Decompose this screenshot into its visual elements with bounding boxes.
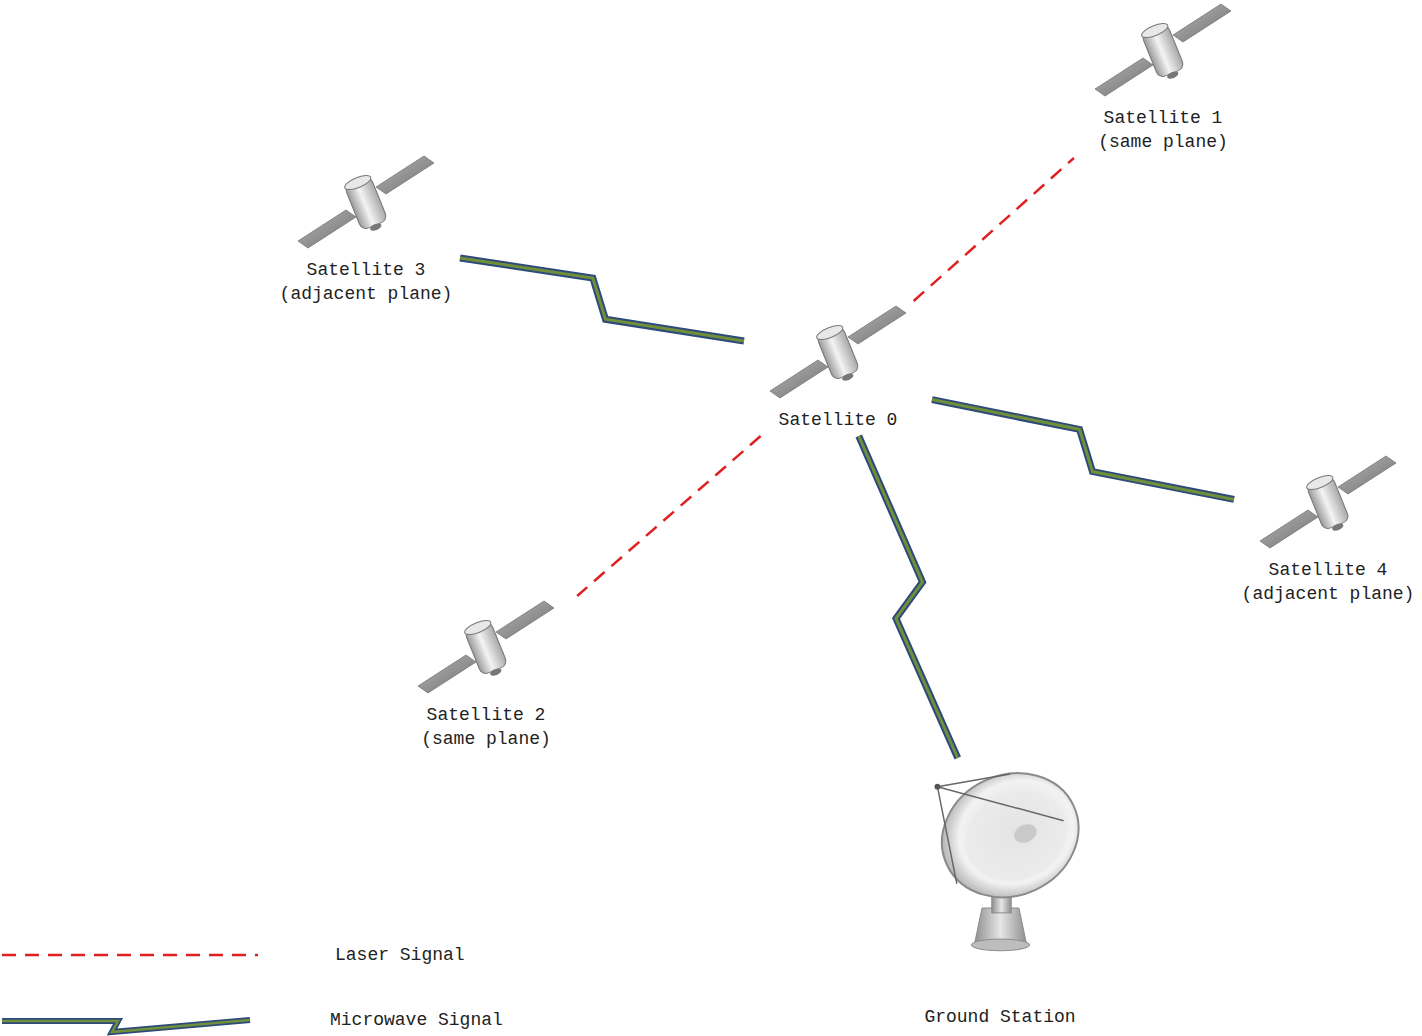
satellite-icon [1093,3,1233,98]
laser-link [914,158,1074,301]
node-title: Ground Station [924,1005,1075,1029]
microwave-outline [859,436,958,758]
microwave-sample [2,1020,250,1032]
microwave-fill [859,436,958,758]
microwave-outline [460,258,744,341]
legend-text: Laser Signal [335,944,465,966]
microwave-fill [460,258,744,341]
microwave-link [932,400,1234,500]
legend-text: Microwave Signal [330,1009,503,1031]
node-subtitle: (adjacent plane) [1242,582,1415,606]
microwave-link [460,258,744,341]
node-title: Satellite 1 [1104,106,1223,130]
node-subtitle: (adjacent plane) [280,282,453,306]
dish-icon [918,762,1083,957]
satellite: Satellite 4(adjacent plane) [1238,455,1418,606]
node-subtitle: (same plane) [1098,130,1228,154]
node-title: Satellite 3 [307,258,426,282]
satellite: Satellite 2(same plane) [396,600,576,751]
microwave-sample-fill [2,1020,250,1032]
laser-line [914,158,1074,301]
node-title: Satellite 0 [779,408,898,432]
laser-link [577,436,760,596]
satellite-icon [416,600,556,695]
node-title: Satellite 2 [427,703,546,727]
satellite-icon [296,155,436,250]
microwave-fill [932,400,1234,500]
laser-sample [2,954,258,957]
ground-station: Ground Station [895,762,1105,1029]
node-subtitle: (same plane) [421,727,551,751]
node-title: Satellite 4 [1269,558,1388,582]
satellite: Satellite 3(adjacent plane) [276,155,456,306]
satellite: Satellite 1(same plane) [1073,3,1253,154]
microwave-link [859,436,958,758]
satellite-icon [1258,455,1398,550]
microwave-outline [932,400,1234,500]
satellite-icon [768,305,908,400]
laser-line [577,436,760,596]
satellite: Satellite 0 [748,305,928,432]
